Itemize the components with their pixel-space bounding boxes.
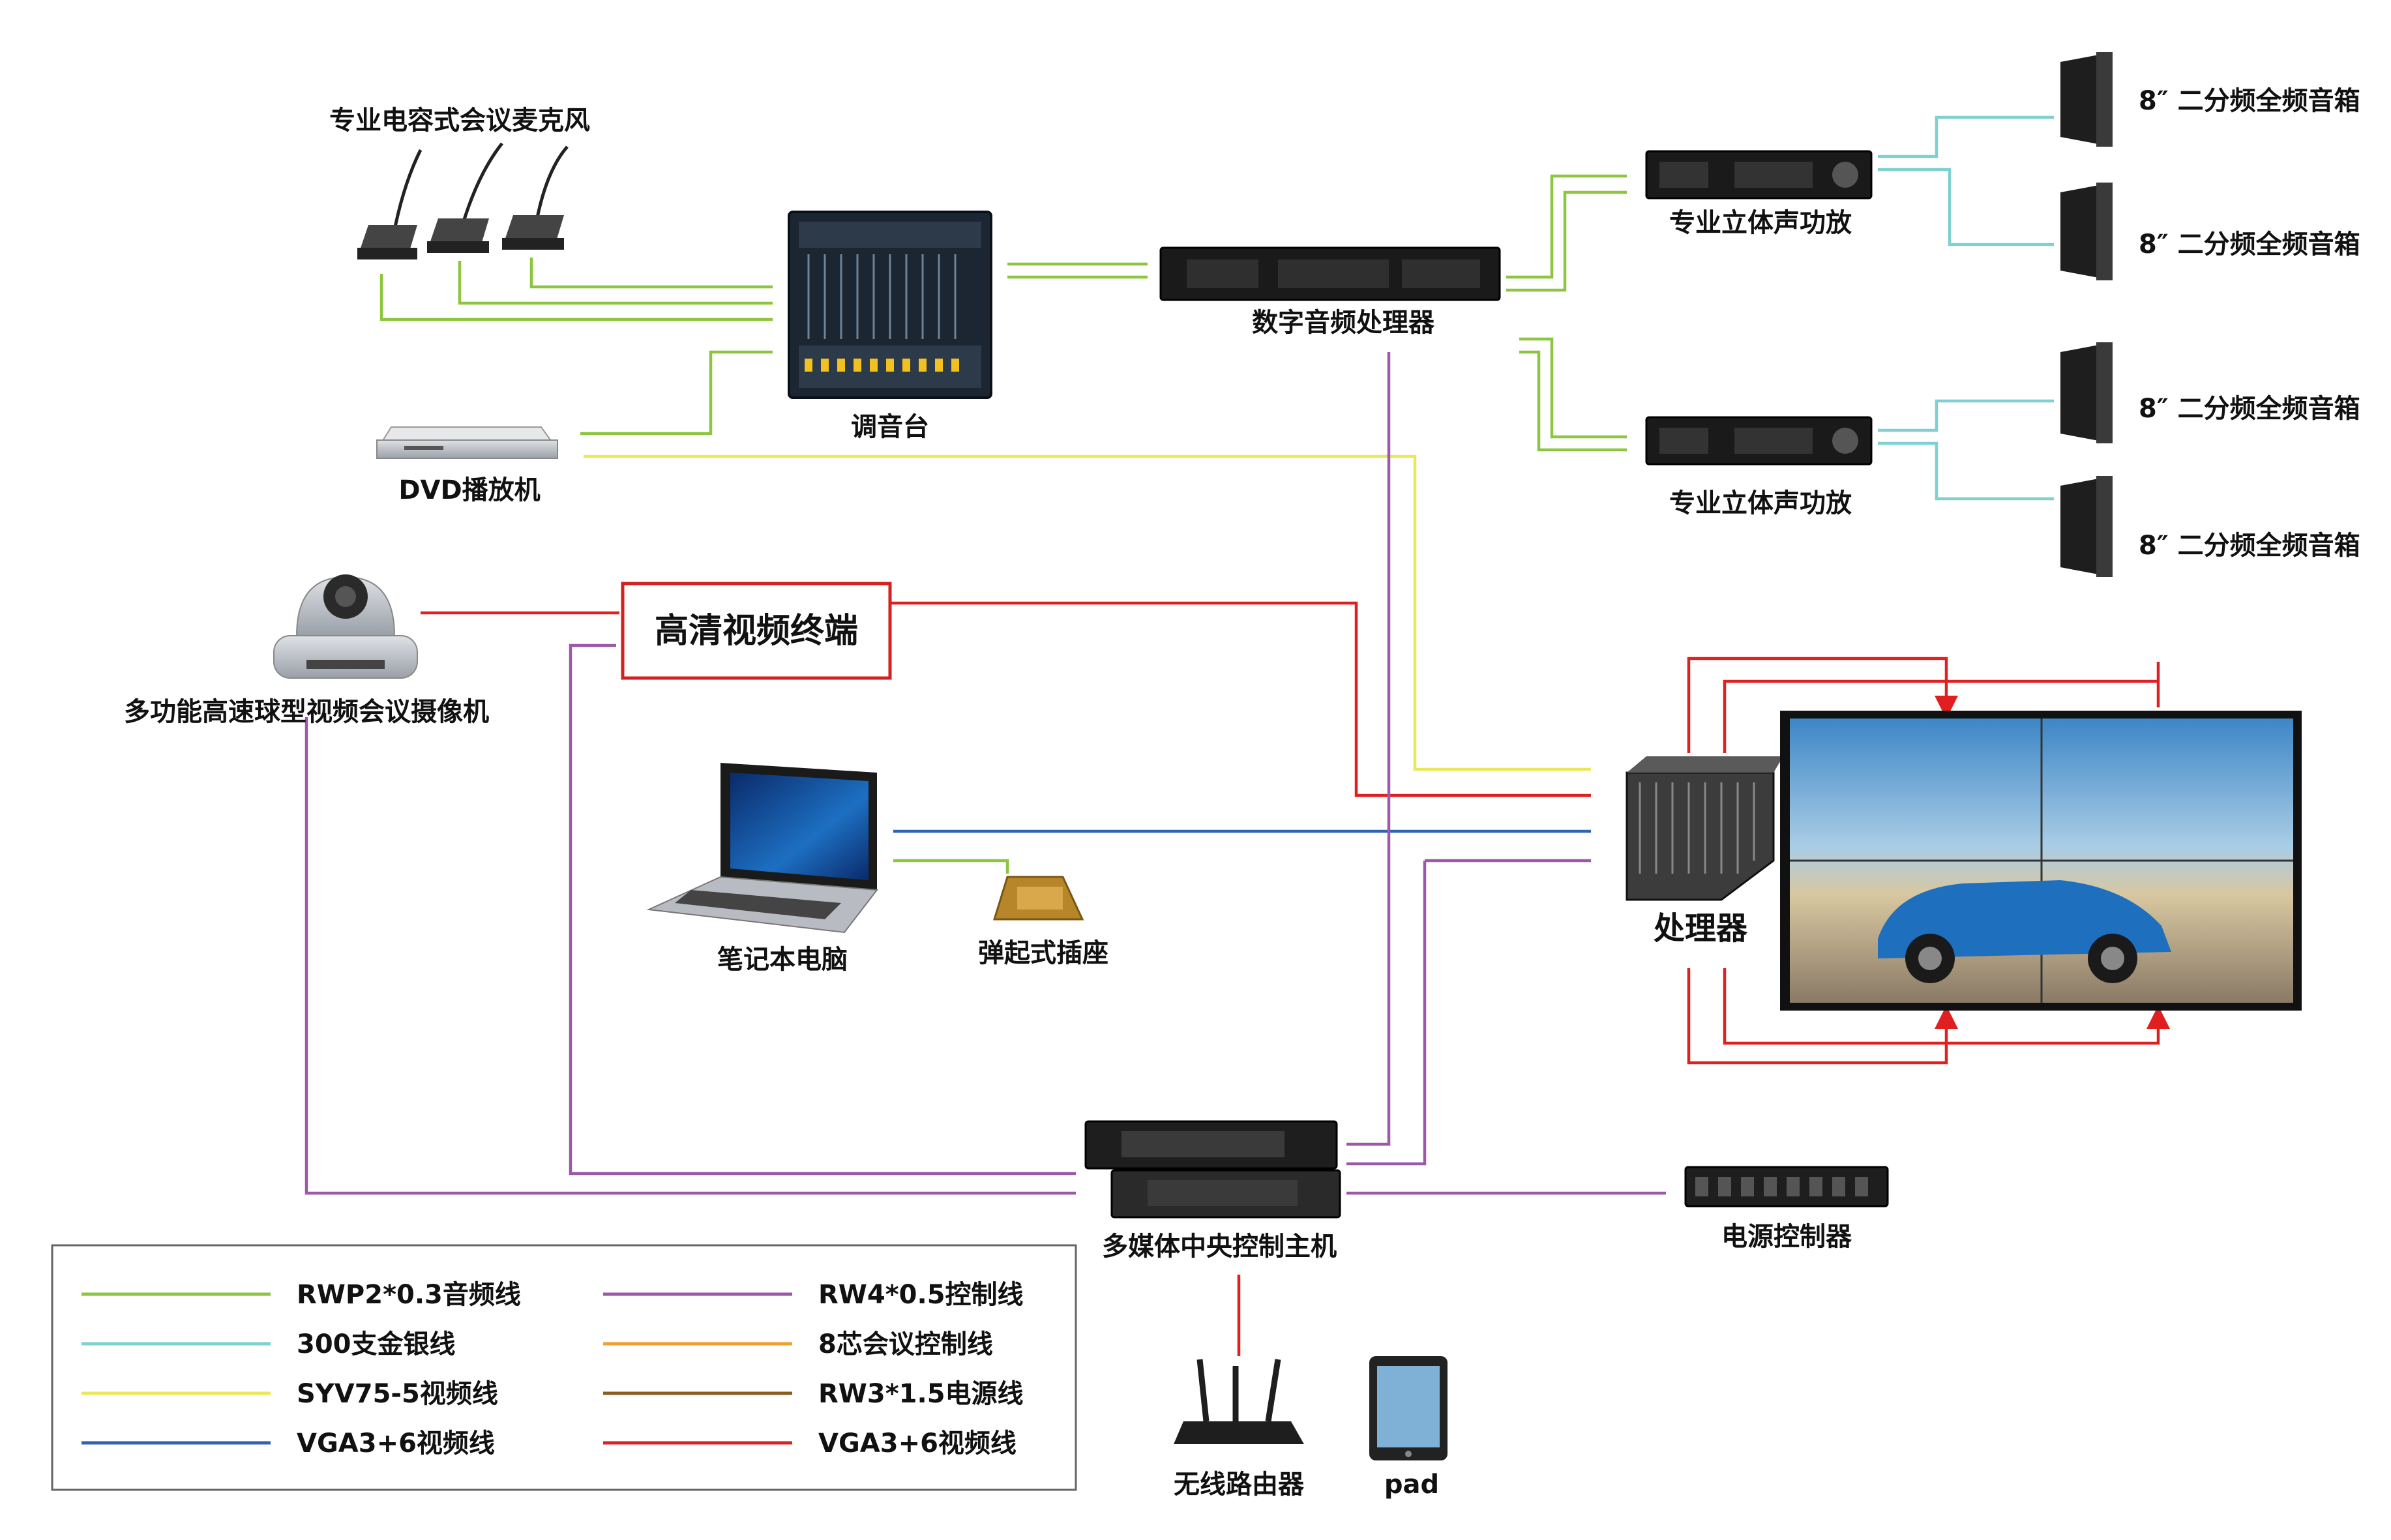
- stereo-amplifier-bottom: 专业立体声功放: [1645, 416, 1873, 518]
- legend-label: 8芯会议控制线: [818, 1329, 993, 1359]
- vga-red-wires: [421, 601, 2170, 1356]
- speaker-1-label: 8″ 二分频全频音箱: [2139, 86, 2360, 116]
- ptz-camera: 多功能高速球型视频会议摄像机: [124, 574, 489, 727]
- speaker-2-label: 8″ 二分频全频音箱: [2139, 230, 2360, 259]
- speaker-wires: [1878, 115, 2054, 501]
- dvd-player: DVD播放机: [376, 426, 559, 505]
- car-image-icon: [1878, 880, 2171, 983]
- amp-bottom-label: 专业立体声功放: [1669, 488, 1852, 518]
- audio-wires-dsp-amps: [1506, 174, 1627, 452]
- legend-label: RW3*1.5电源线: [818, 1379, 1024, 1409]
- hd-terminal-label: 高清视频终端: [655, 612, 858, 651]
- legend-label: RW4*0.5控制线: [818, 1280, 1024, 1310]
- mixer: 调音台: [788, 211, 992, 442]
- legend: RWP2*0.3音频线 300支金银线 SYV75-5视频线 VGA3+6视频线 RW4…: [51, 1244, 1077, 1491]
- processor-label: 处理器: [1654, 910, 1748, 947]
- pad-device: pad: [1369, 1356, 1448, 1500]
- wireless-router: 无线路由器: [1174, 1359, 1305, 1500]
- stereo-amplifier-top: 专业立体声功放: [1645, 150, 1873, 238]
- legend-label: VGA3+6视频线: [818, 1429, 1017, 1459]
- legend-label: VGA3+6视频线: [297, 1429, 495, 1459]
- speaker-4-label: 8″ 二分频全频音箱: [2139, 531, 2360, 561]
- mixer-faders-icon: [799, 222, 981, 388]
- central-control-host: 多媒体中央控制主机: [1084, 1120, 1341, 1262]
- central-control-label: 多媒体中央控制主机: [1102, 1232, 1337, 1262]
- microphone-icon: [357, 149, 423, 259]
- legend-label: SYV75-5视频线: [297, 1379, 498, 1409]
- hd-video-terminal: 高清视频终端: [621, 582, 892, 680]
- audio-wires-mixer-dsp: [1007, 262, 1148, 279]
- conference-microphones: 专业电容式会议麦克风: [329, 106, 590, 259]
- digital-audio-processor: 数字音频处理器: [1159, 246, 1501, 338]
- floor-socket: 弹起式插座: [978, 876, 1108, 968]
- amp-top-label: 专业立体声功放: [1669, 208, 1852, 238]
- video-wall: [1780, 711, 2302, 1011]
- microphone-icon: [427, 142, 503, 253]
- speaker-3-label: 8″ 二分频全频音箱: [2139, 394, 2360, 424]
- power-controller-label: 电源控制器: [1721, 1222, 1852, 1252]
- laptop: 笔记本电脑: [646, 763, 878, 975]
- video-wire-yellow: [584, 454, 1591, 771]
- video-processor: 处理器: [1626, 756, 1783, 947]
- legend-label: RWP2*0.3音频线: [297, 1280, 521, 1310]
- power-controller: 电源控制器: [1684, 1166, 1889, 1252]
- laptop-label: 笔记本电脑: [717, 945, 848, 975]
- router-label: 无线路由器: [1174, 1470, 1305, 1500]
- speaker-icon: [2060, 342, 2113, 443]
- control-wires: [304, 352, 1666, 1195]
- speakers: 8″ 二分频全频音箱 8″ 二分频全频音箱 8″ 二分频全频音箱 8″ 二分频全…: [2060, 52, 2360, 577]
- mixer-label: 调音台: [851, 412, 929, 442]
- legend-label: 300支金银线: [297, 1329, 456, 1359]
- wires: [304, 115, 2170, 1356]
- dsp-label: 数字音频处理器: [1252, 308, 1435, 338]
- floor-socket-label: 弹起式插座: [978, 938, 1108, 968]
- dvd-label: DVD播放机: [398, 475, 540, 505]
- speaker-icon: [2060, 183, 2113, 280]
- audio-wire-laptop: [893, 859, 1009, 874]
- speaker-icon: [2060, 476, 2113, 577]
- pad-label: pad: [1384, 1470, 1439, 1500]
- camera-label: 多功能高速球型视频会议摄像机: [124, 697, 489, 727]
- microphone-icon: [502, 145, 569, 250]
- microphones-label: 专业电容式会议麦克风: [329, 106, 590, 136]
- audio-wires-mics: [379, 258, 773, 436]
- speaker-icon: [2060, 52, 2113, 147]
